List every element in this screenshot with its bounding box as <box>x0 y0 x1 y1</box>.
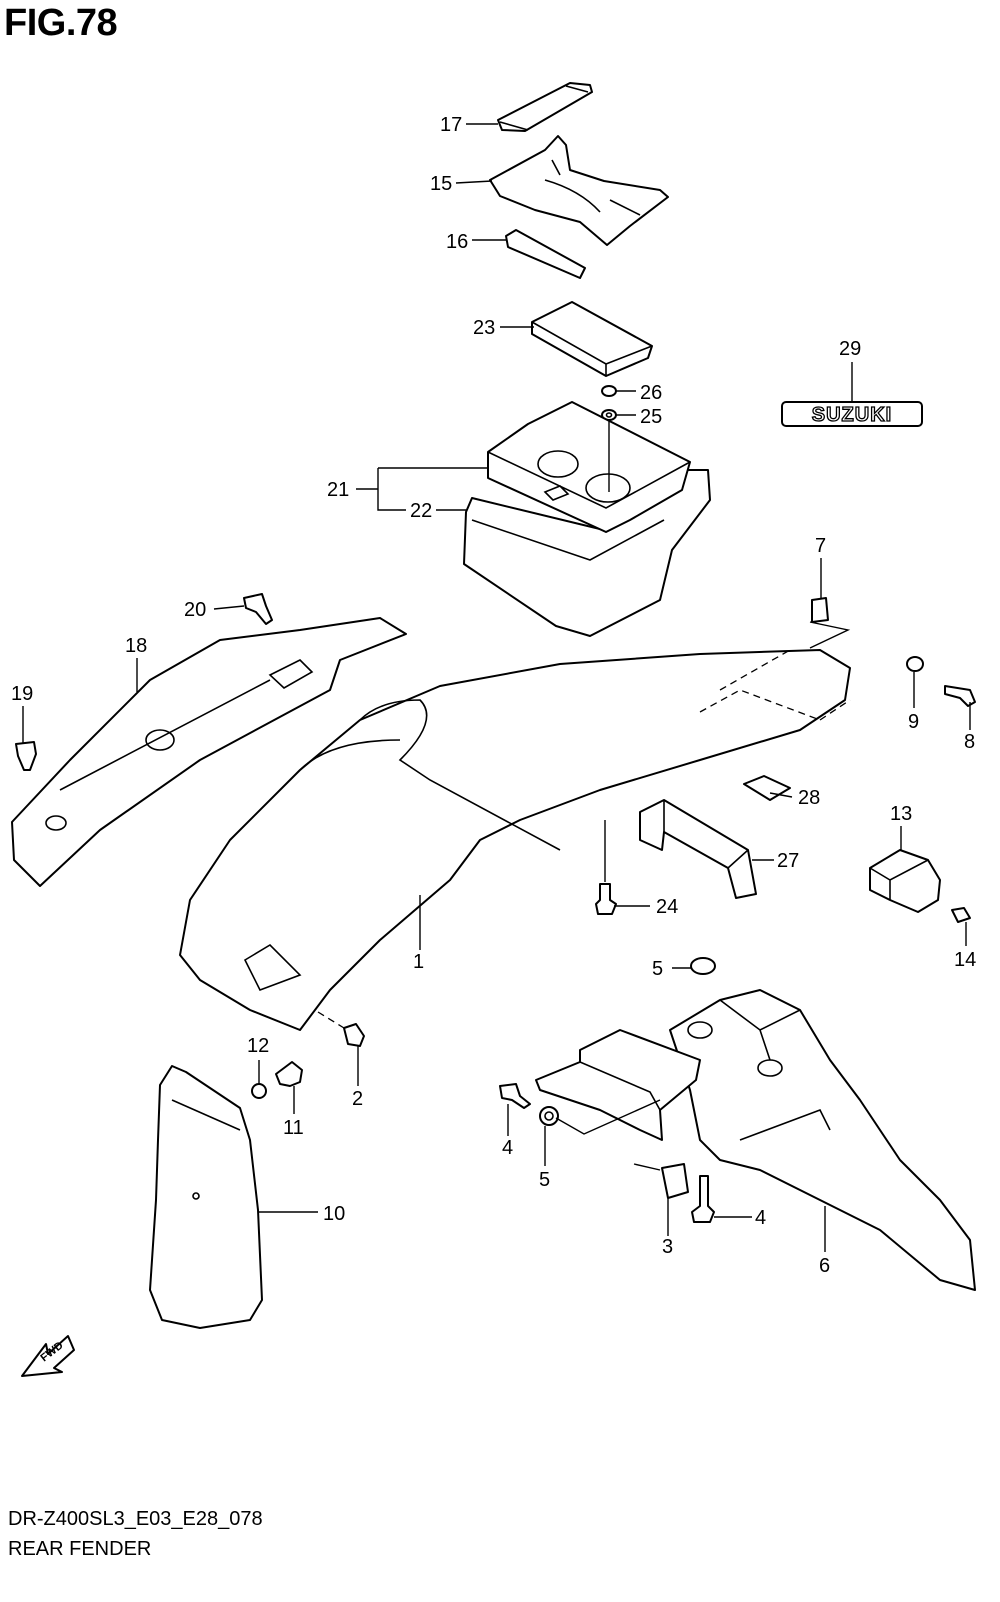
callout-11: 11 <box>283 1117 304 1139</box>
part-26-nut <box>601 385 617 397</box>
callout-4-right: 4 <box>755 1207 766 1229</box>
callout-13: 13 <box>890 803 912 825</box>
callout-26: 26 <box>640 382 662 404</box>
callout-16: 16 <box>446 231 468 253</box>
part-28-clip <box>743 775 791 801</box>
callout-9: 9 <box>908 711 919 733</box>
part-15-tool-bag <box>489 135 669 246</box>
part-4-bolt-left <box>499 1083 531 1109</box>
callout-5-top: 5 <box>652 958 663 980</box>
callout-21: 21 <box>327 479 349 501</box>
part-21-box <box>487 401 691 533</box>
callout-15: 15 <box>430 173 452 195</box>
callout-23: 23 <box>473 317 495 339</box>
part-14-screw <box>951 907 971 923</box>
callout-4-left: 4 <box>502 1137 513 1159</box>
callout-28: 28 <box>798 787 820 809</box>
part-2-bolt <box>317 1011 365 1047</box>
section-name: REAR FENDER <box>8 1538 152 1560</box>
part-5-grommet-top <box>690 957 716 975</box>
part-27-handle <box>639 799 757 899</box>
part-12-washer <box>251 1083 267 1099</box>
part-18-side-cover <box>11 617 407 887</box>
part-6-fender-lower <box>669 989 976 1291</box>
part-8-bolt <box>944 685 976 707</box>
part-9-washer <box>906 656 924 672</box>
part-22-tray <box>463 469 711 637</box>
callout-25: 25 <box>640 406 662 428</box>
callout-19: 19 <box>11 683 33 705</box>
callout-17: 17 <box>440 114 462 136</box>
callout-29: 29 <box>839 338 861 360</box>
callout-7: 7 <box>815 535 826 557</box>
part-20-bolt <box>243 593 273 625</box>
part-29-emblem: SUZUKI <box>781 401 923 427</box>
fwd-arrow-icon: FWD <box>21 1335 75 1377</box>
leader-lines <box>22 123 971 1252</box>
callout-5-bottom: 5 <box>539 1169 550 1191</box>
callout-27: 27 <box>777 850 799 872</box>
part-3-clip <box>661 1163 689 1199</box>
part-6-bracket <box>535 1029 701 1141</box>
emblem-text: SUZUKI <box>812 404 892 426</box>
callout-3: 3 <box>662 1236 673 1258</box>
callout-1: 1 <box>413 951 424 973</box>
part-17-strap <box>497 82 593 132</box>
callout-6: 6 <box>819 1255 830 1277</box>
callout-8: 8 <box>964 731 975 753</box>
part-10-mud-flap <box>149 1065 263 1329</box>
model-code: DR-Z400SL3_E03_E28_078 <box>8 1508 263 1530</box>
callout-22: 22 <box>410 500 432 522</box>
callout-12: 12 <box>247 1035 269 1057</box>
callout-20: 20 <box>184 599 206 621</box>
callout-10: 10 <box>323 1203 345 1225</box>
part-13-connector <box>869 849 941 913</box>
part-7-bracket <box>809 597 851 649</box>
part-24-bolt <box>595 820 617 915</box>
part-5-grommet-left <box>539 1106 559 1126</box>
figure-title: FIG.78 <box>4 2 118 44</box>
part-16-tool <box>505 229 586 279</box>
part-4-bolt-right <box>691 1175 715 1223</box>
part-1-rear-fender <box>179 649 851 1031</box>
callout-14: 14 <box>954 949 976 971</box>
part-11-bolt <box>275 1061 303 1087</box>
callout-24: 24 <box>656 896 678 918</box>
callout-2: 2 <box>352 1088 363 1110</box>
part-19-bolt <box>15 741 37 771</box>
callout-18: 18 <box>125 635 147 657</box>
part-23-pad <box>531 301 653 377</box>
